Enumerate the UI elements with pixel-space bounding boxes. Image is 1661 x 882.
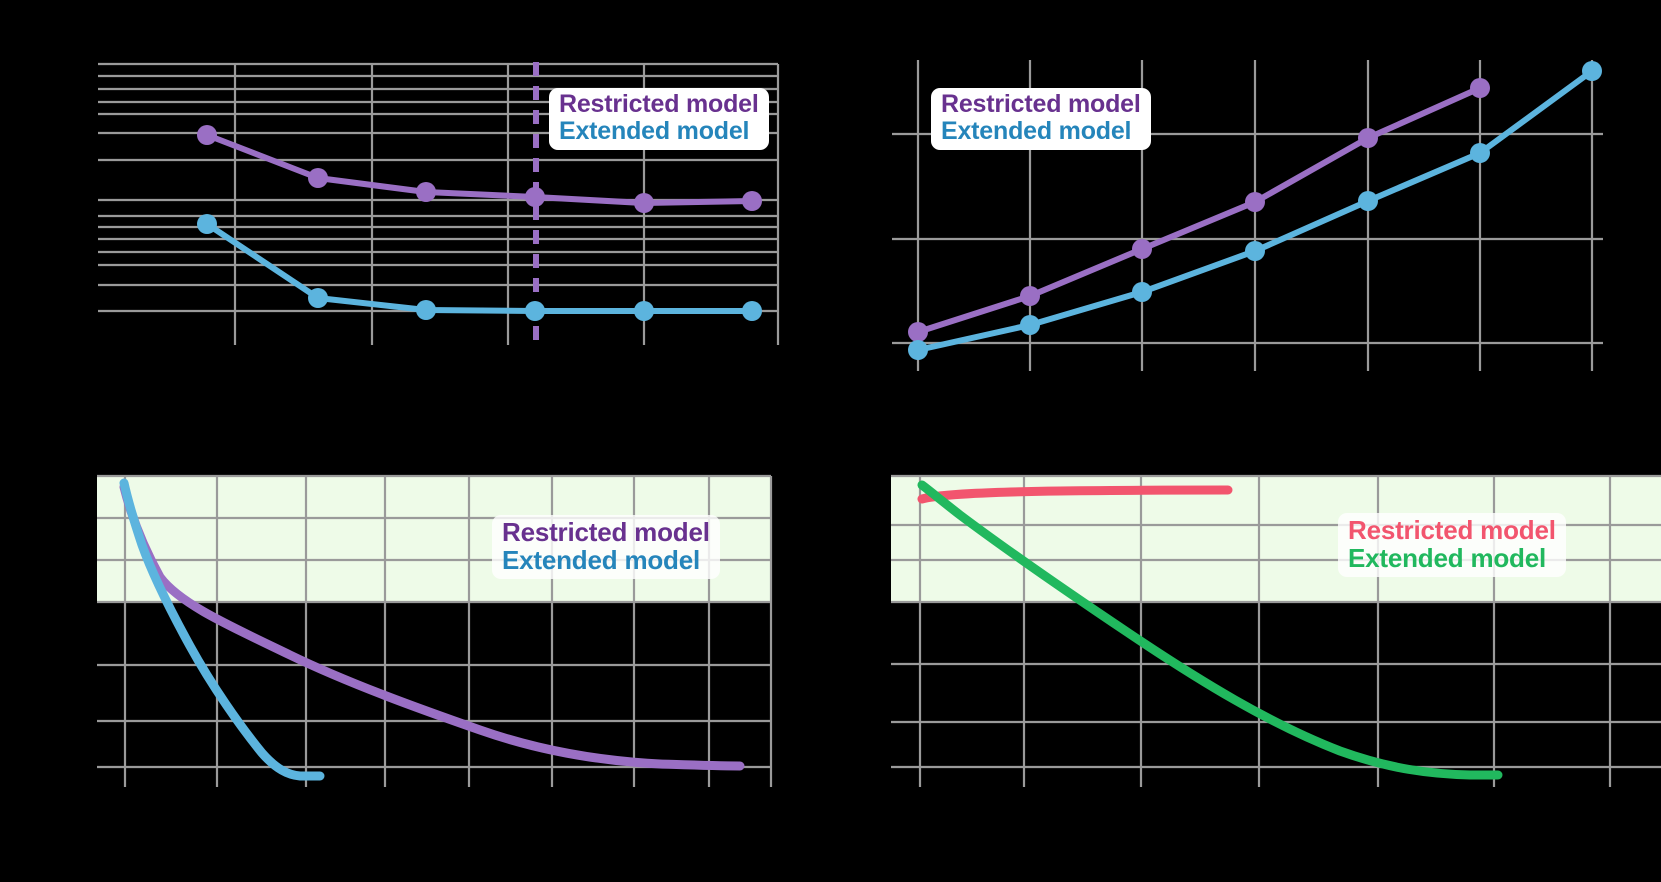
gridlines-vertical-top-right [916, 60, 1594, 371]
series-markers-restricted-top-left [197, 125, 762, 213]
chart-bottom-right [891, 474, 1661, 787]
series-markers-extended-top-right [908, 61, 1602, 360]
panel-top-left: Restricted model Extended model [0, 0, 830, 441]
chart-top-right [892, 60, 1603, 371]
legend-bottom-left: Restricted model Extended model [492, 515, 720, 580]
series-line-restricted-top-right [915, 85, 1483, 335]
panel-top-right: Restricted model Extended model [830, 0, 1661, 441]
panel-bottom-right: Restricted model Extended model [830, 441, 1661, 882]
gridlines-horizontal-top-right [892, 132, 1603, 345]
series-line-restricted-top-left [204, 132, 755, 206]
legend-top-right: Restricted model Extended model [931, 88, 1151, 150]
series-markers-restricted-top-right [908, 78, 1490, 342]
panel-bottom-left: Restricted model Extended model [0, 441, 830, 882]
legend-entry-restricted: Restricted model [941, 90, 1141, 118]
legend-entry-restricted: Restricted model [559, 90, 759, 118]
legend-entry-extended: Extended model [502, 545, 701, 576]
series-line-extended-bottom-right [917, 480, 1503, 780]
legend-entry-restricted: Restricted model [502, 517, 710, 547]
series-line-restricted-bottom-left [119, 482, 745, 771]
chart-top-left [98, 62, 780, 345]
gridlines-vertical-bottom-right [918, 476, 1612, 787]
chart-bottom-left [97, 474, 773, 787]
legend-top-left: Restricted model Extended model [549, 88, 769, 150]
series-line-restricted-bottom-right [917, 485, 1233, 504]
series-line-extended-top-left [204, 221, 755, 314]
legend-entry-restricted: Restricted model [1348, 515, 1556, 545]
series-markers-extended-top-left [197, 214, 762, 321]
legend-entry-extended: Extended model [1348, 543, 1547, 574]
legend-bottom-right: Restricted model Extended model [1338, 513, 1566, 578]
series-line-extended-bottom-left [119, 478, 325, 781]
legend-entry-extended: Extended model [941, 117, 1132, 145]
legend-entry-extended: Extended model [559, 117, 750, 145]
